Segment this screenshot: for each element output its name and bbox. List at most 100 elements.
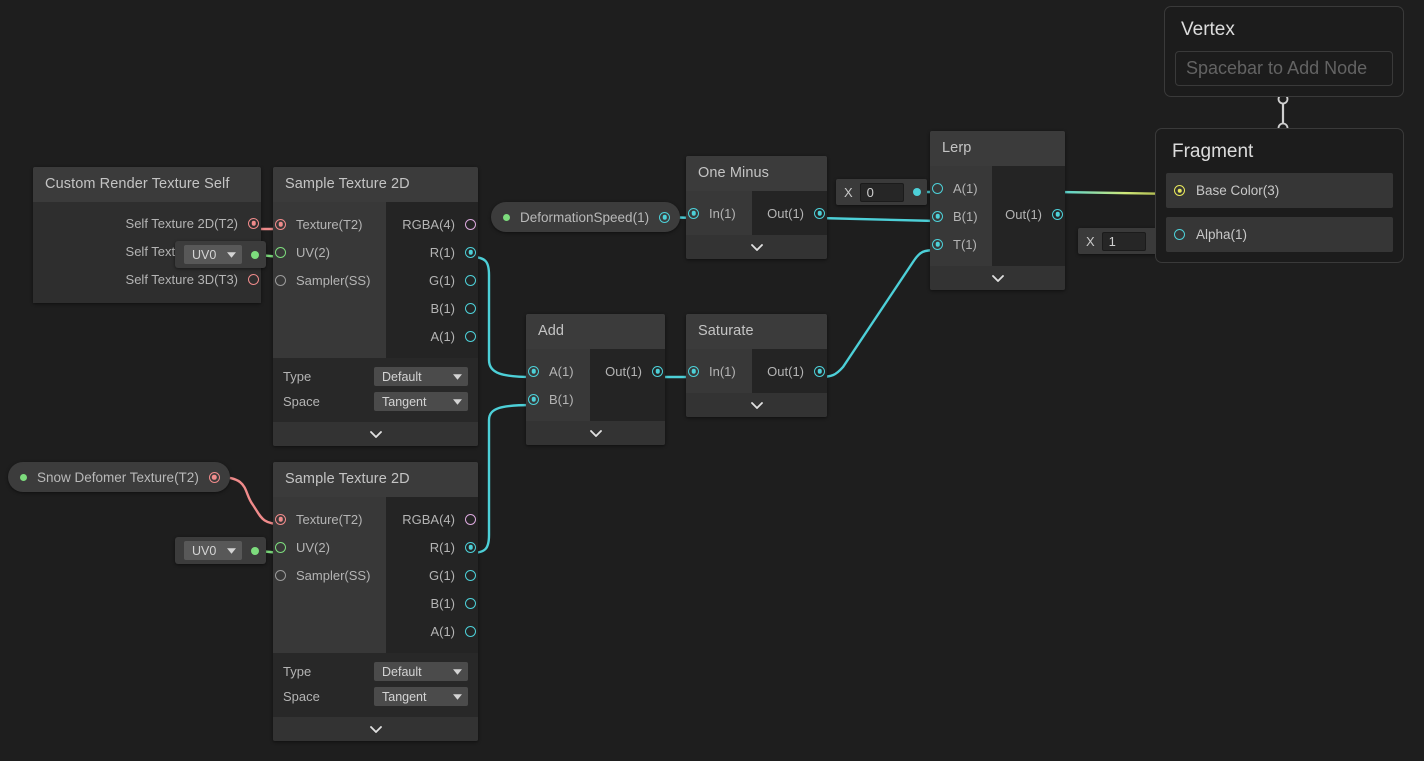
input-slot-b[interactable]: B(1) [930, 202, 992, 230]
float-node-alpha[interactable]: X 1 [1078, 228, 1169, 254]
type-dropdown[interactable]: Default [374, 367, 468, 386]
port-texture[interactable] [275, 218, 286, 230]
space-dropdown[interactable]: Tangent [374, 687, 468, 706]
uv-output-port[interactable] [251, 250, 259, 259]
space-dropdown[interactable]: Tangent [374, 392, 468, 411]
node-lerp[interactable]: Lerp A(1) B(1) T(1) Out(1) [930, 131, 1065, 290]
port-rgba[interactable] [465, 218, 476, 230]
input-slot-texture[interactable]: Texture(T2) [273, 210, 386, 238]
port-self-texture-2d[interactable] [248, 217, 259, 229]
collapse-bar[interactable] [273, 422, 478, 446]
float-output-port[interactable] [912, 188, 921, 196]
port-a[interactable] [465, 330, 476, 342]
uv-channel-dropdown[interactable]: UV0 [184, 245, 242, 264]
port-texture-out[interactable] [208, 471, 220, 483]
port-r[interactable] [465, 541, 476, 553]
node-sample-texture-2d-bottom[interactable]: Sample Texture 2D Texture(T2) UV(2) Samp… [273, 462, 478, 741]
port-texture[interactable] [275, 513, 286, 525]
port-base-color[interactable] [1174, 185, 1185, 196]
fragment-slot-alpha[interactable]: Alpha(1) [1166, 217, 1393, 252]
output-slot-r[interactable]: R(1) [386, 533, 478, 561]
port-sampler[interactable] [275, 569, 286, 581]
output-slot-out[interactable]: Out(1) [590, 357, 665, 385]
type-dropdown[interactable]: Default [374, 662, 468, 681]
uv-channel-dropdown[interactable]: UV0 [184, 541, 242, 560]
port-b[interactable] [465, 597, 476, 609]
output-slot-g[interactable]: G(1) [386, 266, 478, 294]
input-slot-sampler[interactable]: Sampler(SS) [273, 561, 386, 589]
input-slot-in[interactable]: In(1) [686, 199, 752, 227]
port-g[interactable] [465, 274, 476, 286]
port-a[interactable] [528, 365, 539, 377]
port-out[interactable] [652, 365, 663, 377]
collapse-bar[interactable] [930, 266, 1065, 290]
node-add[interactable]: Add A(1) B(1) Out(1) [526, 314, 665, 445]
port-b[interactable] [528, 393, 539, 405]
port-in[interactable] [688, 365, 699, 377]
input-slot-b[interactable]: B(1) [526, 385, 590, 413]
collapse-bar[interactable] [686, 235, 827, 259]
port-a[interactable] [932, 182, 943, 194]
output-slot-rgba[interactable]: RGBA(4) [386, 210, 478, 238]
output-slot-g[interactable]: G(1) [386, 561, 478, 589]
output-slot-r[interactable]: R(1) [386, 238, 478, 266]
float-value-input[interactable]: 1 [1101, 231, 1146, 251]
property-deformation-speed[interactable]: DeformationSpeed(1) [491, 202, 681, 232]
uv-node-top[interactable]: UV0 [175, 241, 266, 268]
output-slot-a[interactable]: A(1) [386, 617, 478, 645]
port-alpha[interactable] [1174, 229, 1185, 240]
port-out[interactable] [1052, 208, 1063, 220]
input-slot-sampler[interactable]: Sampler(SS) [273, 266, 386, 294]
port-out[interactable] [814, 365, 825, 377]
float-node-lerp-a[interactable]: X 0 [836, 179, 927, 205]
port-self-texture-3d[interactable] [248, 273, 259, 285]
input-slot-in[interactable]: In(1) [686, 357, 752, 385]
uv-node-bottom[interactable]: UV0 [175, 537, 266, 564]
param-type[interactable]: Type Default [283, 659, 468, 684]
port-a[interactable] [465, 625, 476, 637]
add-node-placeholder[interactable]: Spacebar to Add Node [1175, 51, 1393, 86]
port-uv[interactable] [275, 541, 286, 553]
port-uv[interactable] [275, 246, 286, 258]
output-slot-b[interactable]: B(1) [386, 294, 478, 322]
port-out[interactable] [814, 207, 825, 219]
port-g[interactable] [465, 569, 476, 581]
port-rgba[interactable] [465, 513, 476, 525]
node-one-minus[interactable]: One Minus In(1) Out(1) [686, 156, 827, 259]
param-space[interactable]: Space Tangent [283, 389, 468, 414]
input-slot-t[interactable]: T(1) [930, 230, 992, 258]
context-block-fragment[interactable]: Fragment Base Color(3) Alpha(1) [1155, 128, 1404, 263]
property-snow-deformer-texture[interactable]: Snow Defomer Texture(T2) [8, 462, 230, 492]
collapse-bar[interactable] [273, 717, 478, 741]
port-b[interactable] [465, 302, 476, 314]
fragment-slot-base-color[interactable]: Base Color(3) [1166, 173, 1393, 208]
port-b[interactable] [932, 210, 943, 222]
param-type[interactable]: Type Default [283, 364, 468, 389]
port-float-out[interactable] [659, 211, 671, 223]
collapse-bar[interactable] [526, 421, 665, 445]
context-block-vertex[interactable]: Vertex Spacebar to Add Node [1164, 6, 1404, 97]
output-slot-out[interactable]: Out(1) [752, 357, 827, 385]
node-sample-texture-2d-top[interactable]: Sample Texture 2D Texture(T2) UV(2) Samp… [273, 167, 478, 446]
input-slot-texture[interactable]: Texture(T2) [273, 505, 386, 533]
output-slot[interactable]: Self Texture 2D(T2) [33, 209, 261, 237]
output-slot-a[interactable]: A(1) [386, 322, 478, 350]
node-saturate[interactable]: Saturate In(1) Out(1) [686, 314, 827, 417]
uv-output-port[interactable] [251, 546, 259, 555]
node-custom-render-texture-self[interactable]: Custom Render Texture Self Self Texture … [33, 167, 261, 303]
input-slot-uv[interactable]: UV(2) [273, 533, 386, 561]
port-r[interactable] [465, 246, 476, 258]
input-slot-uv[interactable]: UV(2) [273, 238, 386, 266]
port-t[interactable] [932, 238, 943, 250]
collapse-bar[interactable] [686, 393, 827, 417]
output-slot-rgba[interactable]: RGBA(4) [386, 505, 478, 533]
output-slot[interactable]: Self Texture 3D(T3) [33, 265, 261, 293]
input-slot-a[interactable]: A(1) [930, 174, 992, 202]
port-in[interactable] [688, 207, 699, 219]
float-value-input[interactable]: 0 [859, 182, 904, 202]
input-slot-a[interactable]: A(1) [526, 357, 590, 385]
output-slot-out[interactable]: Out(1) [992, 200, 1065, 228]
output-slot-out[interactable]: Out(1) [752, 199, 827, 227]
output-slot-b[interactable]: B(1) [386, 589, 478, 617]
